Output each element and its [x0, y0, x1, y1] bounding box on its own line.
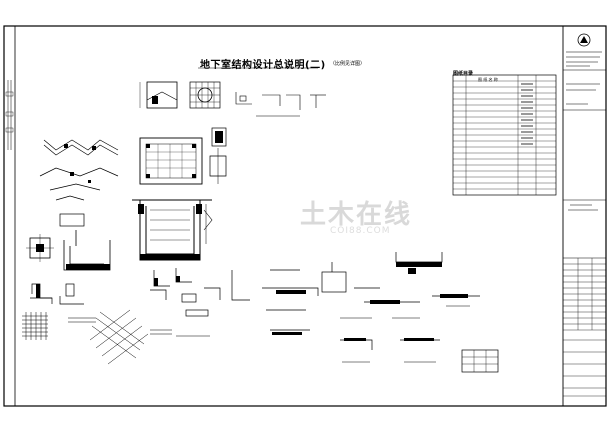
drawing-list-header: 图 纸 名 称	[478, 77, 498, 82]
scale-note: （比例见详图）	[330, 61, 366, 67]
drawing-title: 地下室结构设计总说明(二)	[200, 60, 326, 71]
watermark-text: 土木在线	[300, 200, 413, 230]
drawing-list-title: 图纸目录	[453, 71, 474, 77]
watermark-subtext: COI88.COM	[330, 226, 391, 236]
